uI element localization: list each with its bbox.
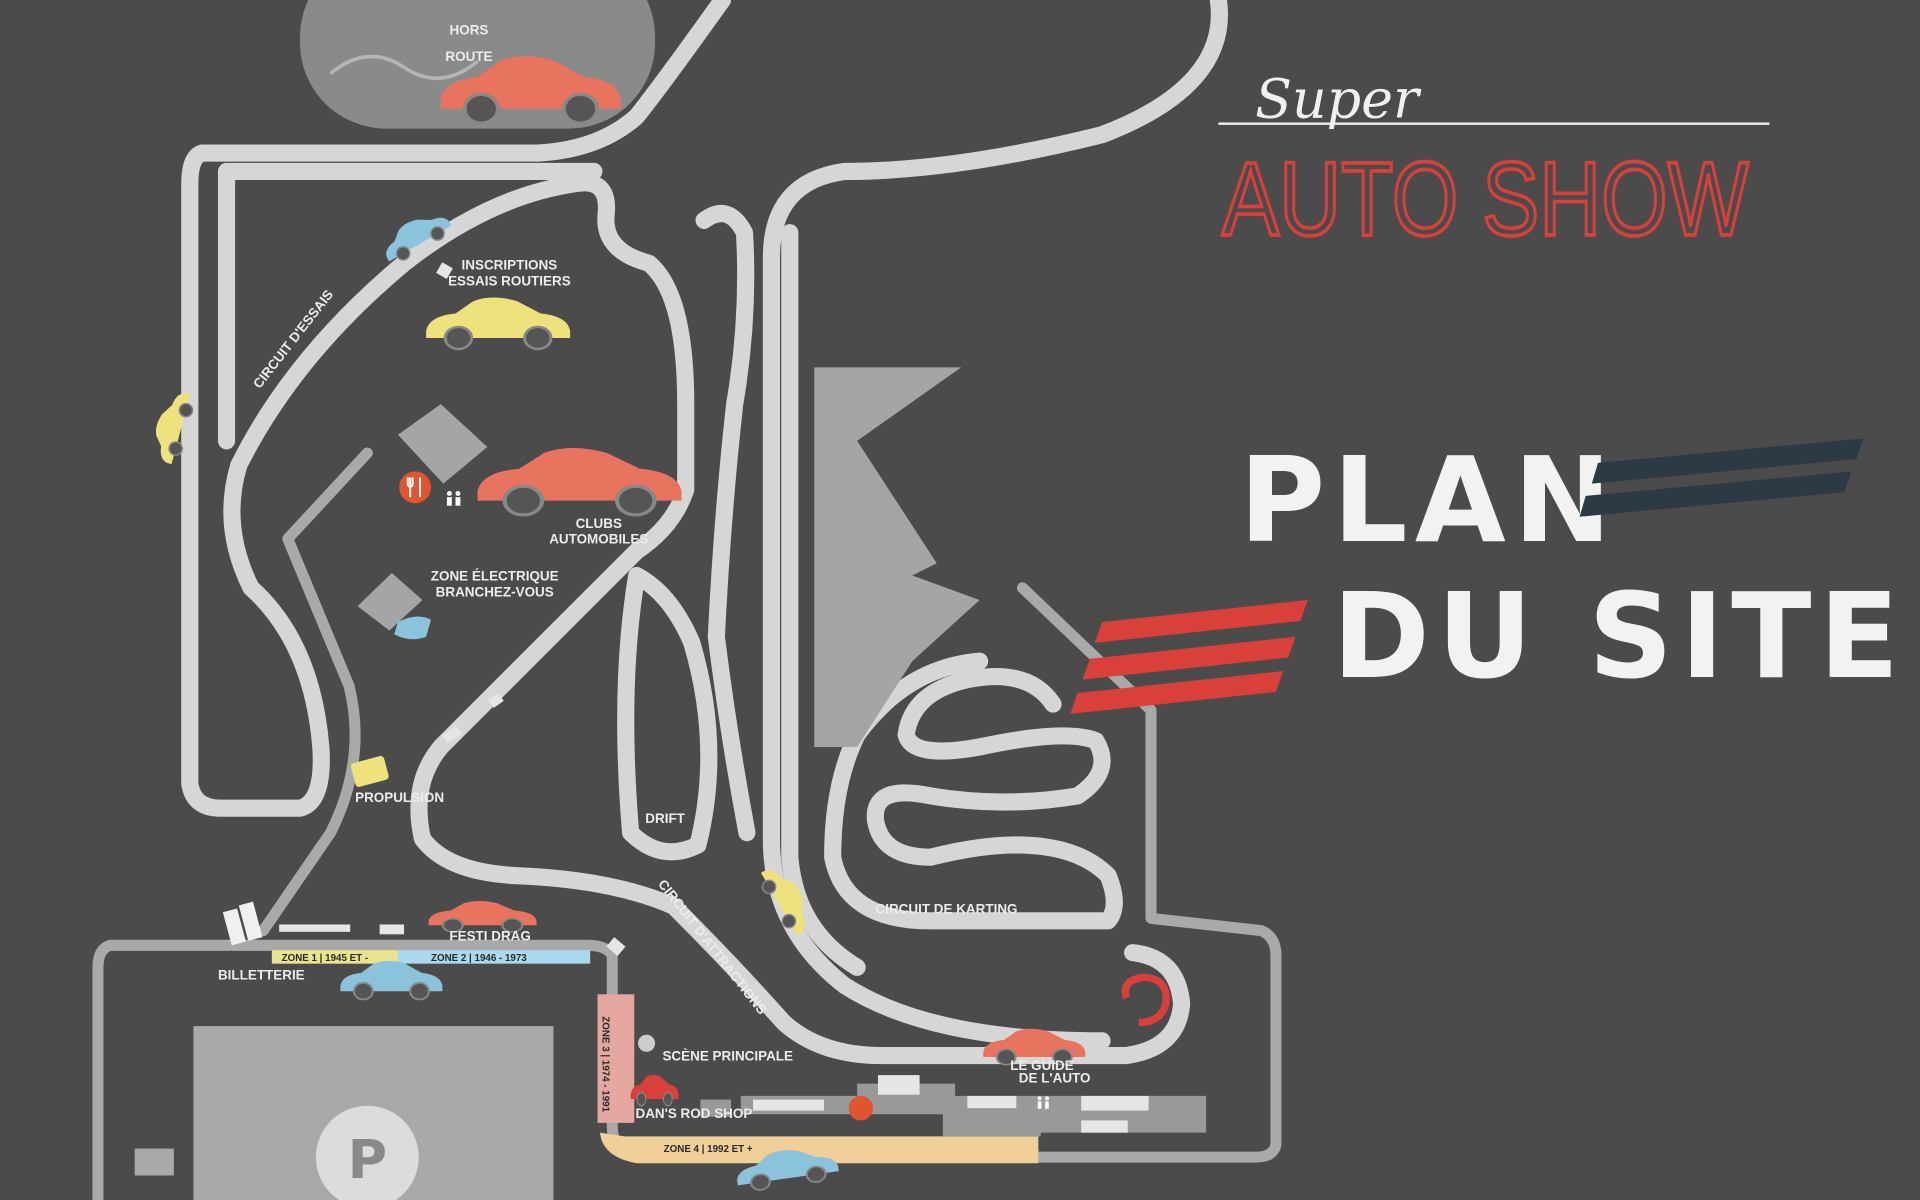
booth: [753, 1099, 825, 1111]
parking-sign: [315, 1105, 419, 1200]
label-inscriptions-2: ESSAIS ROUTIERS: [448, 273, 571, 288]
drift-track: [617, 566, 718, 861]
car-dragster: [427, 899, 538, 933]
brand-logo-icon: [1121, 973, 1170, 1027]
parking-label: P: [348, 1128, 387, 1191]
plan-title-line2: DU SITE: [1332, 568, 1906, 705]
label-hors-route-1: HORS: [450, 22, 489, 37]
central-building: [814, 367, 980, 747]
label-clubs-2: AUTOMOBILES: [549, 532, 648, 547]
plan-title-line1: PLAN: [1239, 432, 1619, 569]
label-hors-route-2: ROUTE: [445, 49, 492, 64]
label-zone-electrique-1: ZONE ÉLECTRIQUE: [431, 568, 559, 583]
label-karting: CIRCUIT DE KARTING: [876, 901, 1018, 916]
fork-knife-icon: [406, 477, 421, 498]
microphone-icon: [637, 1034, 656, 1052]
logo-super: Super: [1255, 68, 1422, 131]
booth: [1081, 1095, 1149, 1111]
clubs-building: [397, 404, 488, 484]
restaurant-icon: [399, 471, 432, 504]
marker: [442, 725, 462, 744]
label-zone-electrique-2: BRANCHEZ-VOUS: [436, 584, 554, 599]
label-guide-auto-2: DE L'AUTO: [1019, 1070, 1091, 1085]
ticket-booths: [279, 924, 351, 932]
label-scene-principale: SCÈNE PRINCIPALE: [662, 1048, 793, 1063]
label-festi-drag: FESTI DRAG: [449, 928, 530, 943]
red-stripes: [1070, 600, 1308, 714]
zone-4-strip: [600, 1132, 1039, 1164]
label-inscriptions-1: INSCRIPTIONS: [462, 257, 558, 272]
zone-3-label: ZONE 3 | 1974 - 1991: [599, 1016, 610, 1112]
hors-route-terrain: [329, 54, 479, 80]
car-blue-zone2: [339, 959, 444, 1001]
booth: [967, 1095, 1017, 1109]
logo-auto-show: AUTO SHOW: [1222, 141, 1749, 258]
zone-2-label: ZONE 2 | 1946 - 1973: [431, 953, 527, 964]
ev-plug-icon: [394, 616, 432, 640]
marker: [606, 937, 626, 956]
zone-2-strip: [397, 950, 591, 964]
label-propulsion: PROPULSION: [355, 790, 444, 805]
marker: [436, 262, 453, 279]
booth: [877, 1075, 920, 1095]
circuit-inner-lanes: [695, 205, 866, 976]
marker: [488, 692, 504, 708]
parking-booth: [134, 1148, 174, 1176]
car-hotrod: [629, 1074, 680, 1107]
zone-3-strip: [597, 994, 635, 1123]
service-road-west: [257, 447, 373, 937]
booth: [700, 1099, 732, 1117]
restroom-icon: [446, 491, 461, 506]
label-guide-auto-1: LE GUIDE: [1010, 1058, 1074, 1073]
car-yellow: [424, 296, 572, 351]
restaurant-icon-south: [848, 1095, 874, 1121]
zone-4-label: ZONE 4 | 1992 ET +: [664, 1144, 753, 1155]
circuit-essais-track: [181, 0, 1191, 1065]
circuit-attractions-track: [762, 0, 1228, 1050]
navy-stripes: [1579, 438, 1864, 517]
label-rod-shop: DAN'S ROD SHOP: [636, 1106, 753, 1121]
label-drift: DRIFT: [645, 811, 685, 826]
zone-1-strip: [271, 950, 398, 964]
booth: [379, 924, 405, 935]
ticket-icon: [222, 901, 263, 946]
zone-1-label: ZONE 1 | 1945 ET -: [282, 953, 368, 964]
booth: [1081, 1120, 1128, 1133]
label-circuit-attractions: CIRCUIT D'ATTRACTIONS: [655, 877, 769, 1018]
restroom-icon-south: [1037, 1096, 1049, 1109]
label-clubs-1: CLUBS: [576, 516, 622, 531]
electric-zone-building: [357, 573, 423, 631]
propulsion-icon: [350, 755, 389, 787]
label-billetterie: BILLETTERIE: [218, 968, 305, 983]
car-porsche-clubs: [478, 448, 682, 515]
circuit-essais-inner: [217, 162, 603, 450]
